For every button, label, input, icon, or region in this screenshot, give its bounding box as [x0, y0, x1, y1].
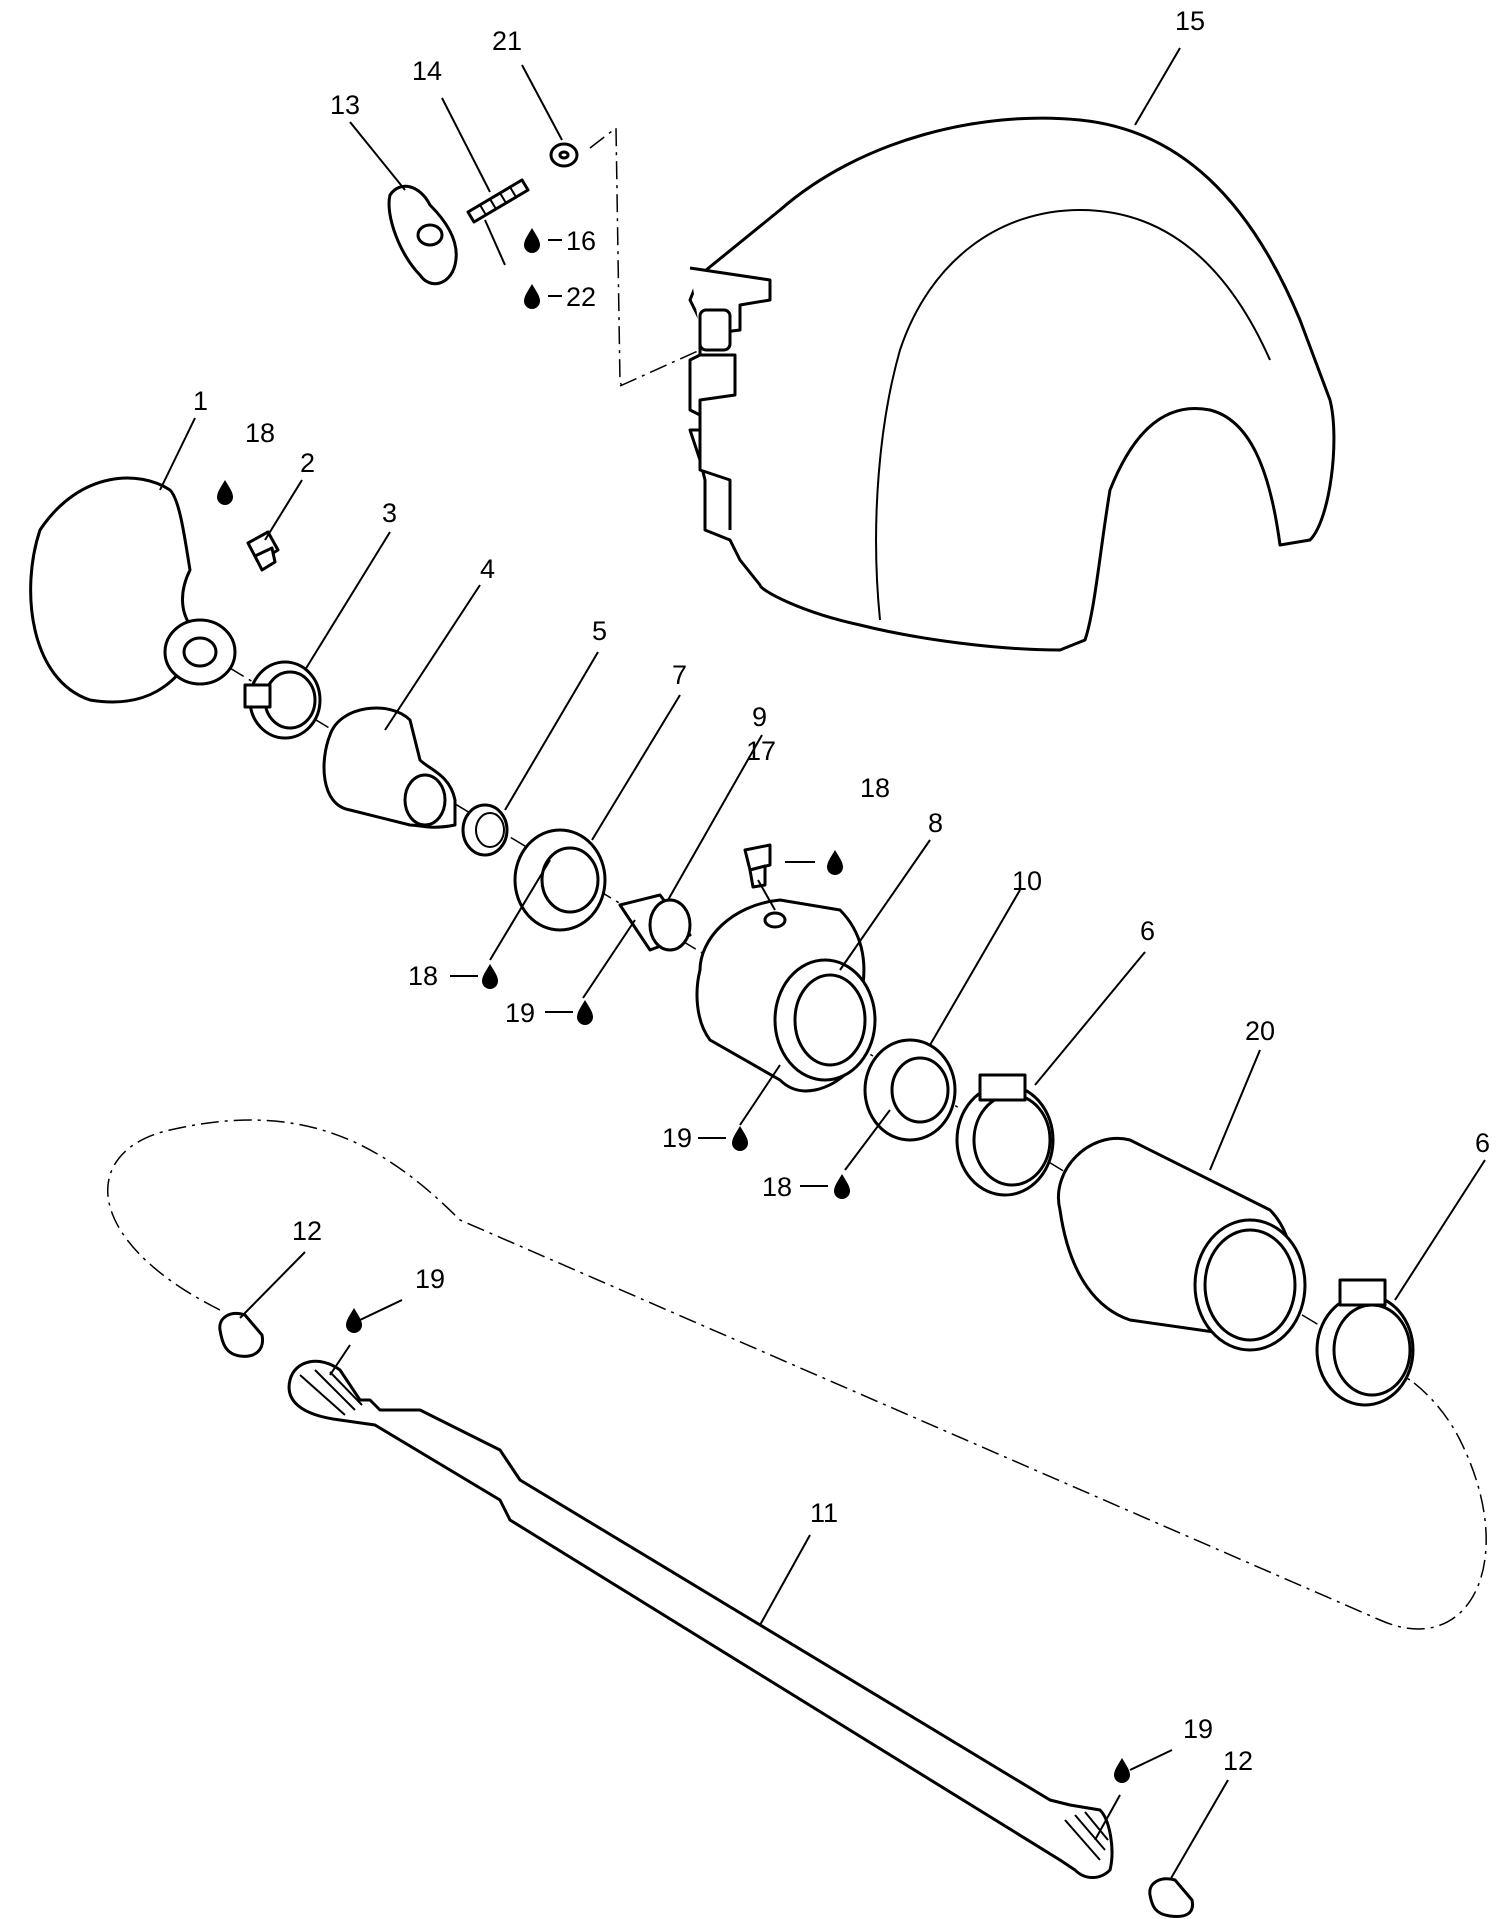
- bearing-housing-part-8: [695, 898, 877, 1093]
- callout-7: 7: [672, 660, 687, 690]
- callout-15: 15: [1175, 6, 1205, 36]
- callout-19-mid: 19: [505, 998, 535, 1028]
- lubricant-drop-icon: [346, 1308, 362, 1333]
- callout-2: 2: [300, 448, 315, 478]
- lubricant-drop-icon: [827, 850, 843, 875]
- callout-18-lower: 18: [762, 1172, 792, 1202]
- grease-fitting-part-17: [743, 843, 772, 889]
- leader-lines: [159, 47, 1486, 1881]
- threaded-stud-part-14: [466, 178, 530, 224]
- callout-14: 14: [412, 56, 442, 86]
- washer-part-21: [549, 142, 579, 168]
- callout-11: 11: [810, 1498, 838, 1528]
- clamp-part-3: [243, 660, 322, 740]
- alignment-line-shaft-loop: [107, 1119, 1487, 1630]
- callout-18-mid: 18: [408, 961, 438, 991]
- hose-clamp-part-6-lower: [1315, 1278, 1415, 1407]
- lubricant-drop-icon: [732, 1126, 748, 1151]
- end-plug-part-12-lower: [1148, 1877, 1195, 1918]
- callout-4: 4: [480, 554, 495, 584]
- callout-19-lower: 19: [662, 1123, 692, 1153]
- callout-19-shaft-lower: 19: [1183, 1714, 1213, 1744]
- callout-12-upper: 12: [292, 1216, 322, 1246]
- lubricant-drop-icon: [1114, 1758, 1130, 1783]
- seal-part-10: [863, 1038, 957, 1142]
- callout-9: 9: [752, 702, 767, 732]
- callout-1: 1: [193, 386, 208, 416]
- callout-6-lower: 6: [1475, 1128, 1490, 1158]
- grease-fitting-part-2: [246, 530, 280, 572]
- callout-3: 3: [382, 498, 397, 528]
- small-clamp-part-5: [461, 803, 509, 857]
- lubricant-drop-icon: [834, 1174, 850, 1199]
- callout-labels: 1 2 3 4 5 7 9 8 10 6 20 6 12 19 11 19 12…: [193, 6, 1490, 1776]
- bowl-part-1: [29, 476, 237, 704]
- callout-12-lower: 12: [1223, 1746, 1253, 1776]
- wing-nut-part-13: [387, 184, 458, 286]
- boot-part-4: [322, 706, 457, 829]
- hose-clamp-part-6-upper: [955, 1073, 1055, 1197]
- sleeve-part-20: [1057, 1137, 1307, 1352]
- callout-6-upper: 6: [1140, 916, 1155, 946]
- callout-5: 5: [592, 616, 607, 646]
- alignment-line-cover: [589, 126, 701, 387]
- callout-16: 16: [566, 226, 596, 256]
- lubricant-drop-icon: [217, 480, 233, 505]
- callout-20: 20: [1245, 1016, 1275, 1046]
- callout-21: 21: [492, 26, 522, 56]
- callout-19-shaft-upper: 19: [415, 1264, 445, 1294]
- callout-10: 10: [1012, 866, 1042, 896]
- needle-bearing-part-9: [618, 893, 692, 952]
- lubricant-drop-icon: [482, 964, 498, 989]
- callout-17: 17: [746, 736, 776, 766]
- lubricant-drop-icon: [524, 228, 540, 253]
- lubricant-drop-icon: [577, 1000, 593, 1025]
- lubricant-drop-icon: [524, 284, 540, 309]
- callout-13: 13: [330, 90, 360, 120]
- callout-18-upper-right: 18: [860, 773, 890, 803]
- callout-18-upper-left: 18: [245, 418, 275, 448]
- drive-shaft-part-11: [287, 1359, 1114, 1879]
- seal-part-7: [513, 828, 607, 932]
- end-plug-part-12-upper: [218, 1312, 265, 1358]
- callout-22: 22: [566, 282, 596, 312]
- callout-8: 8: [928, 808, 943, 838]
- cover-part-15: [688, 116, 1336, 652]
